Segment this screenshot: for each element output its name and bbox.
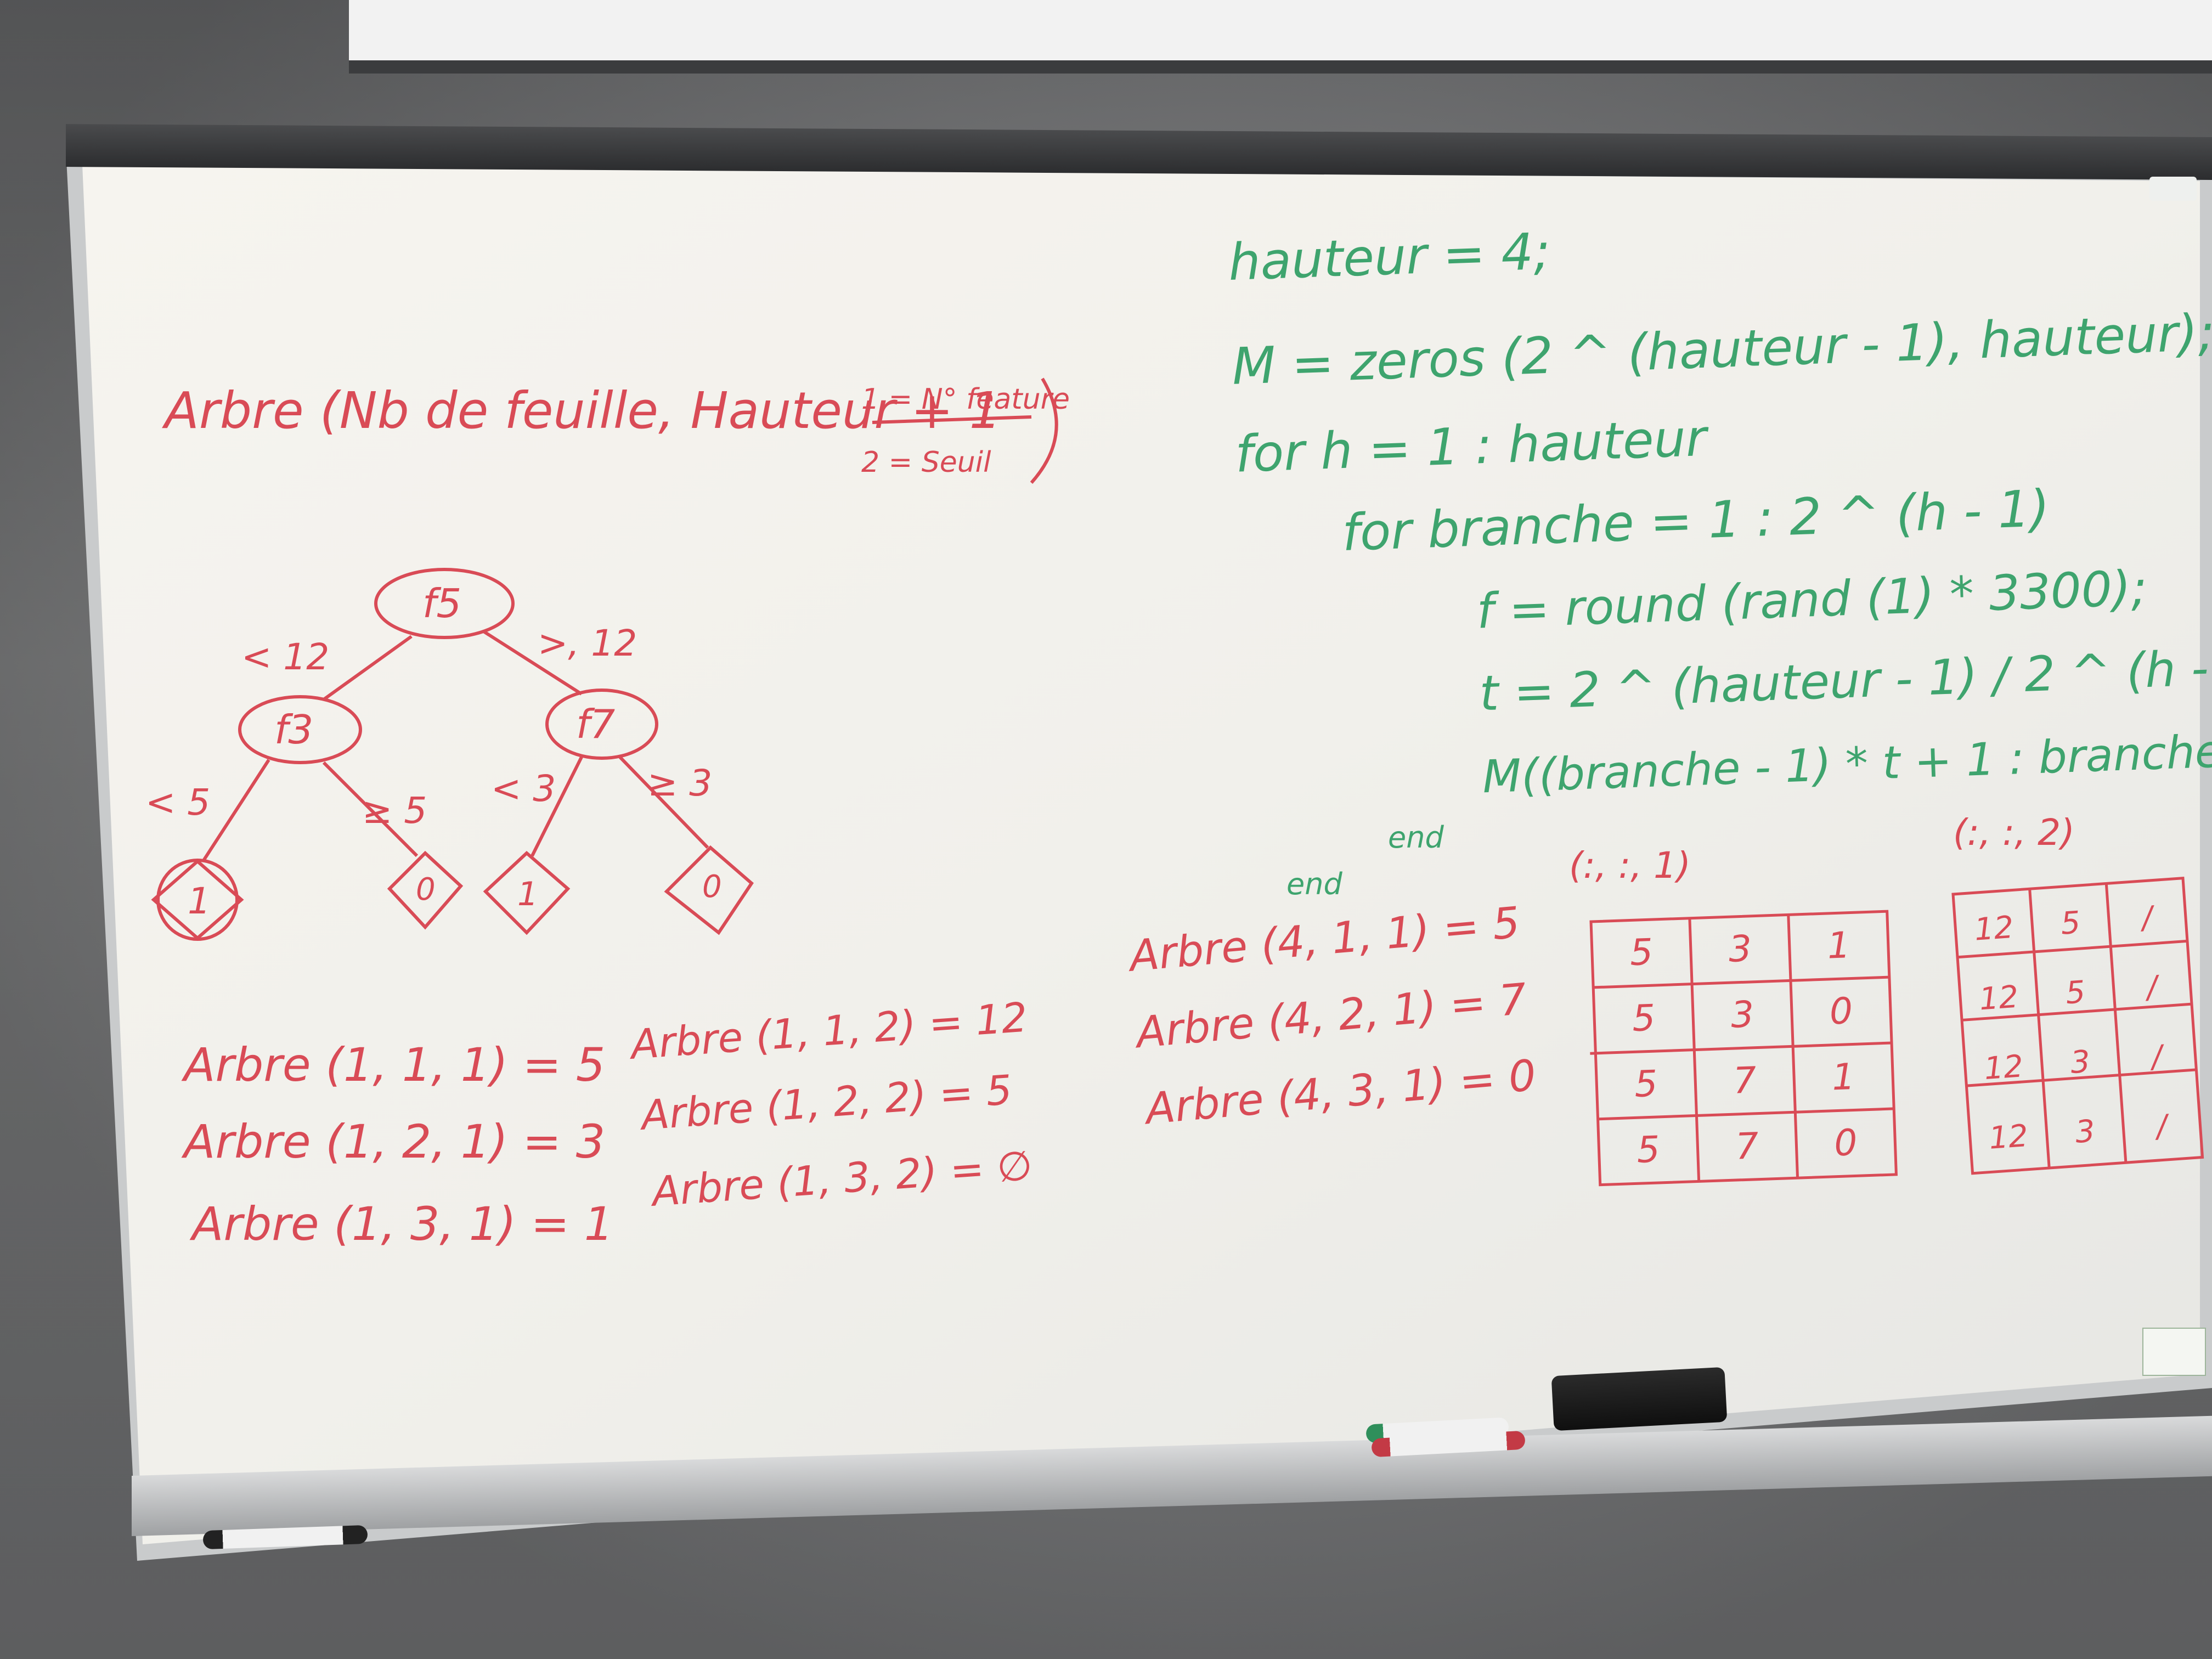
leaf-label-4: 0 — [702, 869, 722, 905]
node-right-label: f7 — [576, 701, 615, 747]
matrix2-cells-cell: 5 — [2064, 974, 2086, 1011]
leaf-4 — [664, 845, 754, 935]
title-option-2: 2 = Seuil — [861, 446, 991, 479]
leaf-3 — [483, 850, 571, 935]
matrix2-cells-cell: 12 — [1988, 1118, 2029, 1156]
code-end-2: end — [1388, 820, 1444, 855]
matrix1-cells-cell: 5 — [1632, 997, 1656, 1040]
edge-f3-left — [201, 759, 270, 862]
title-option-1: 1 = N° feature — [861, 383, 1070, 416]
matrix2-cells-cell: 5 — [2059, 905, 2081, 941]
matrix1-cells-cell: 3 — [1730, 993, 1755, 1036]
matrix1-cells-cell: 3 — [1728, 927, 1753, 970]
matrix1-cells-cell: 0 — [1833, 1121, 1858, 1164]
leaf-label-2: 0 — [416, 872, 436, 907]
eraser[interactable] — [1551, 1367, 1728, 1431]
title-close-paren — [1030, 377, 1058, 484]
edge-root-left — [323, 635, 413, 701]
matrix2-cells-cell: 12 — [1983, 1048, 2024, 1087]
equation-col1-1: Arbre (1, 1, 1) = 5 — [181, 1038, 605, 1092]
leaf-label-3: 1 — [517, 875, 538, 913]
node-left — [238, 695, 362, 764]
edge-root-right — [482, 629, 583, 696]
matrix2-label: (:, :, 2) — [1953, 811, 2075, 854]
code-line-1: hauteur = 4; — [1227, 222, 1551, 292]
title-group: Arbre (Nb de feuille, Hauteur + 1 1 = N°… — [162, 377, 1070, 484]
matrix1-grid — [1589, 910, 1898, 1187]
equation-col1-3: Arbre (1, 3, 1) = 1 — [189, 1197, 613, 1251]
matrix1-cells-cell: 7 — [1735, 1125, 1759, 1167]
matrix2-cells-cell: 3 — [2069, 1044, 2091, 1081]
matrix1-cells: 5 3 1 5 3 0 5 7 1 5 7 0 — [1629, 924, 1858, 1171]
board-surface — [82, 165, 2200, 1544]
node-left-label: f3 — [274, 707, 313, 753]
matrix1-cells-cell: 7 — [1733, 1059, 1757, 1102]
matrix1-label: (:, :, 1) — [1569, 844, 1691, 887]
matrix2-grid — [1951, 877, 2204, 1175]
equation-col1-2: Arbre (1, 2, 1) = 3 — [181, 1115, 605, 1169]
node-right — [545, 689, 658, 760]
matrix1-cells-cell: 5 — [1634, 1063, 1658, 1105]
edge-label-f7-left: < 3 — [491, 768, 556, 810]
logo-sticker-top — [2149, 177, 2197, 201]
matrix1-cells-cell: 0 — [1829, 990, 1854, 1032]
matrix1-cells-cell: 5 — [1629, 931, 1654, 974]
leaf-1-circle — [156, 859, 239, 941]
title-text: Arbre (Nb de feuille, Hauteur + 1 — [162, 381, 1001, 440]
matrix1-cells-cell: 1 — [1831, 1056, 1856, 1098]
matrix2-cells-cell: 3 — [2074, 1113, 2096, 1150]
edge-f3-right — [322, 761, 419, 857]
matrix1-cells-cell: 5 — [1636, 1128, 1661, 1171]
projector-screen — [349, 0, 2212, 74]
node-root — [374, 568, 515, 639]
title-underline — [872, 415, 1032, 424]
leaf-2 — [387, 850, 464, 930]
edge-label-f7-right: ≥ 3 — [647, 762, 712, 804]
matrix1-cells-cell: 1 — [1826, 924, 1851, 967]
node-root-label: f5 — [422, 580, 461, 627]
edge-label-root-left: < 12 — [241, 636, 329, 678]
edge-f7-right — [618, 755, 709, 849]
leaf-label-1: 1 — [188, 880, 211, 922]
matrix2-cells-cell: 12 — [1973, 910, 2015, 948]
decision-tree — [151, 568, 754, 941]
edge-label-f3-right: ≥ 5 — [362, 789, 427, 832]
matrix2-cells-cell: 12 — [1978, 979, 2020, 1018]
code-end-1: end — [1286, 867, 1342, 901]
edge-label-f3-left: < 5 — [145, 781, 210, 823]
edge-f7-left — [531, 756, 583, 857]
logo-sticker — [2142, 1328, 2206, 1376]
edge-label-root-right: >, 12 — [538, 622, 637, 664]
